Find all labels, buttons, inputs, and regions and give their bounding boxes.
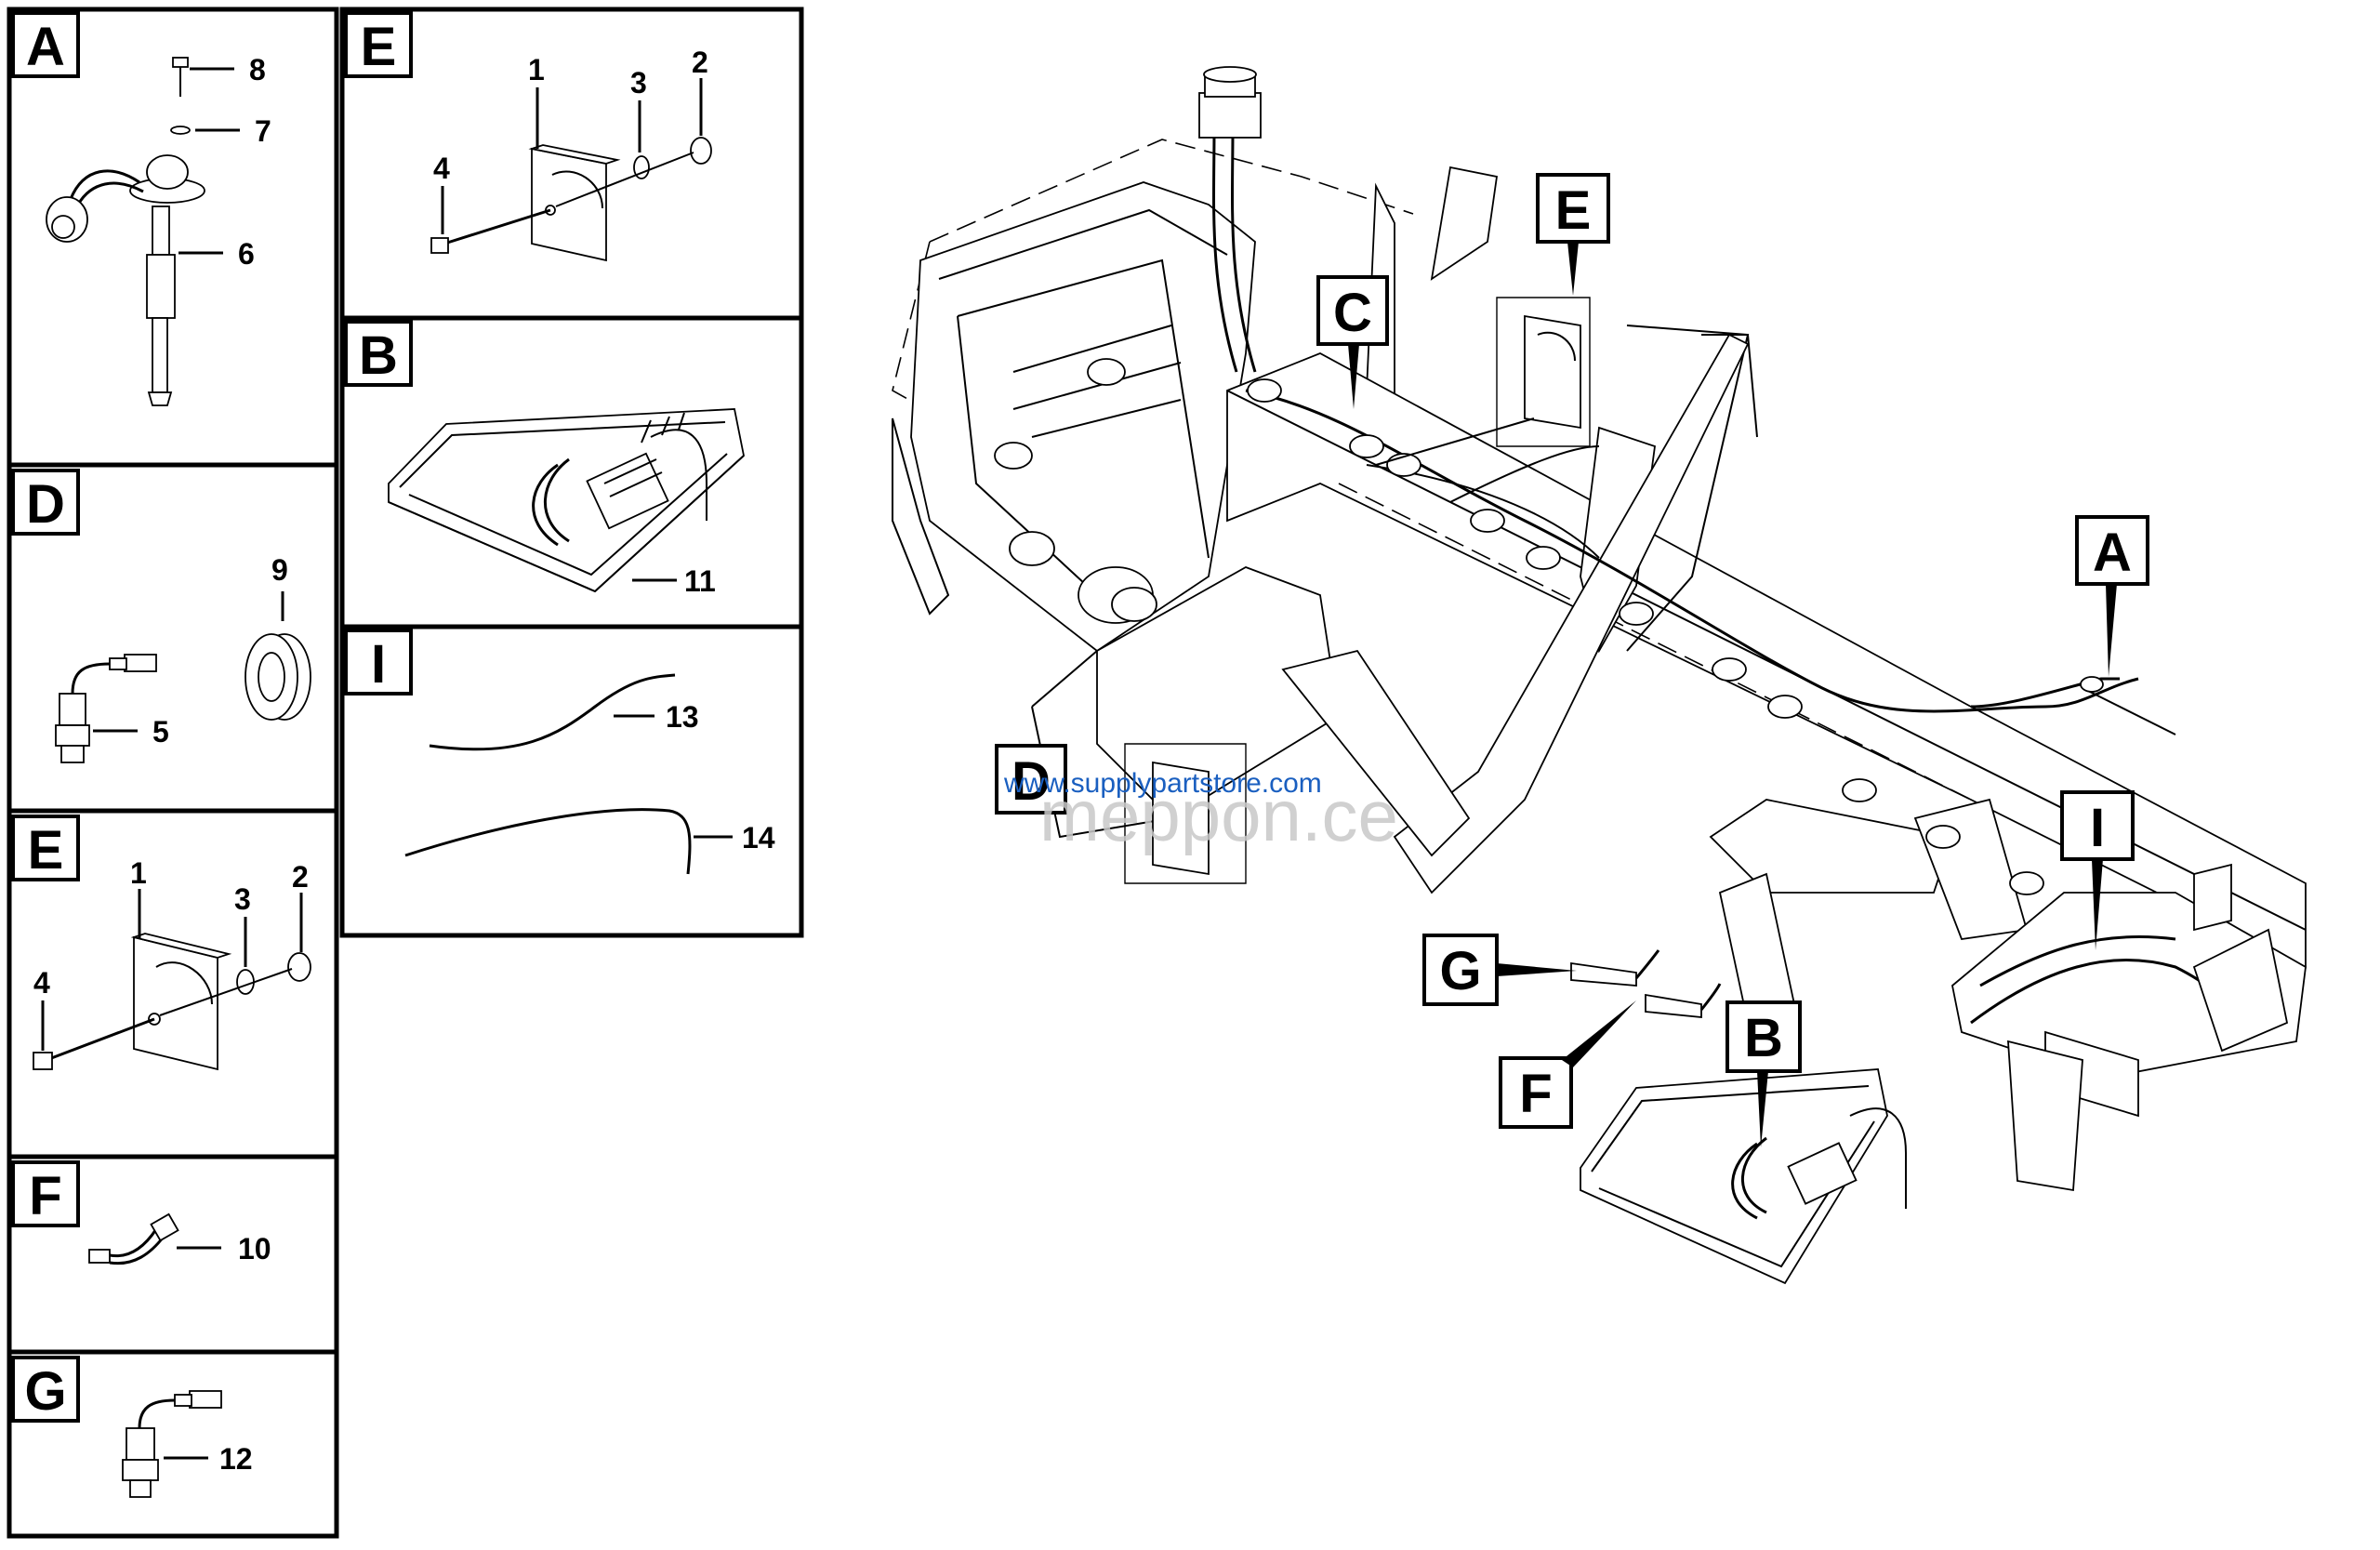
callout-e2-4: 4 — [33, 966, 50, 1000]
panel-f-tag: F — [29, 1166, 61, 1226]
detail-panel-g: G 12 — [7, 1349, 339, 1539]
chassis-overview-drawing — [892, 66, 2307, 1285]
main-tag-i: I — [2090, 798, 2105, 858]
callout-a-8: 8 — [249, 53, 266, 86]
panel-a-tag: A — [26, 17, 65, 77]
callout-e2-3: 3 — [234, 882, 251, 916]
main-tag-e: E — [1555, 180, 1592, 241]
watermark: meppon.ce www.supplypartstore.com — [1003, 768, 1398, 856]
main-tag-d: D — [1012, 751, 1051, 812]
mounting-plate-top-drawing — [430, 137, 712, 262]
detail-panel-a: A 8 7 6 — [7, 7, 339, 468]
detail-panel-f: F 10 — [7, 1154, 339, 1355]
callout-b-11: 11 — [684, 564, 716, 598]
callout-e1-3: 3 — [630, 66, 647, 99]
panel-i-tag: I — [371, 634, 386, 695]
callout-g-12: 12 — [219, 1442, 253, 1476]
watermark-brand: meppon.ce — [1039, 775, 1398, 856]
fuel-level-sender-drawing — [46, 57, 205, 406]
callout-i-14: 14 — [742, 821, 775, 854]
watermark-url: www.supplypartstore.com — [1003, 768, 1322, 799]
callout-a-7: 7 — [255, 114, 271, 148]
detail-panel-i: I 13 14 — [339, 624, 804, 938]
mounting-plate-drawing — [33, 933, 311, 1071]
cable-harness-drawing — [404, 673, 692, 875]
main-tag-a: A — [2093, 523, 2132, 583]
main-tag-c: C — [1333, 283, 1372, 343]
battery-box-drawing — [388, 408, 745, 593]
detail-panel-e-bottom: E 1 3 2 4 — [7, 808, 339, 1159]
main-tag-b: B — [1744, 1008, 1783, 1068]
sensor-cable-f-drawing — [88, 1212, 179, 1265]
callout-a-6: 6 — [238, 237, 255, 271]
callout-d-5: 5 — [152, 715, 169, 749]
callout-e1-1: 1 — [528, 53, 545, 86]
panel-d-tag: D — [26, 474, 65, 535]
panel-b-tag: B — [359, 325, 398, 386]
main-view-tags: C E A I D G F B — [995, 173, 2149, 1147]
callout-e1-4: 4 — [433, 152, 450, 185]
panel-e-top-tag: E — [361, 17, 397, 77]
callout-d-9: 9 — [271, 553, 288, 587]
grommet-drawing — [245, 633, 311, 721]
main-tag-g: G — [1439, 941, 1481, 1001]
detail-panel-b: B 11 — [339, 315, 804, 629]
callout-i-13: 13 — [666, 700, 699, 734]
callout-e2-2: 2 — [292, 860, 309, 894]
detail-panel-e-top: E 1 3 2 4 — [339, 7, 804, 321]
callout-f-10: 10 — [238, 1232, 271, 1265]
callout-e2-1: 1 — [130, 856, 147, 890]
detail-panel-d: D 9 5 — [7, 462, 339, 814]
main-tag-f: F — [1519, 1064, 1552, 1124]
callout-e1-2: 2 — [692, 46, 708, 79]
panel-g-tag: G — [24, 1361, 66, 1422]
pressure-sensor-drawing — [55, 654, 157, 763]
panel-e-bottom-tag: E — [28, 820, 64, 881]
pressure-sensor-g-drawing — [122, 1390, 222, 1498]
